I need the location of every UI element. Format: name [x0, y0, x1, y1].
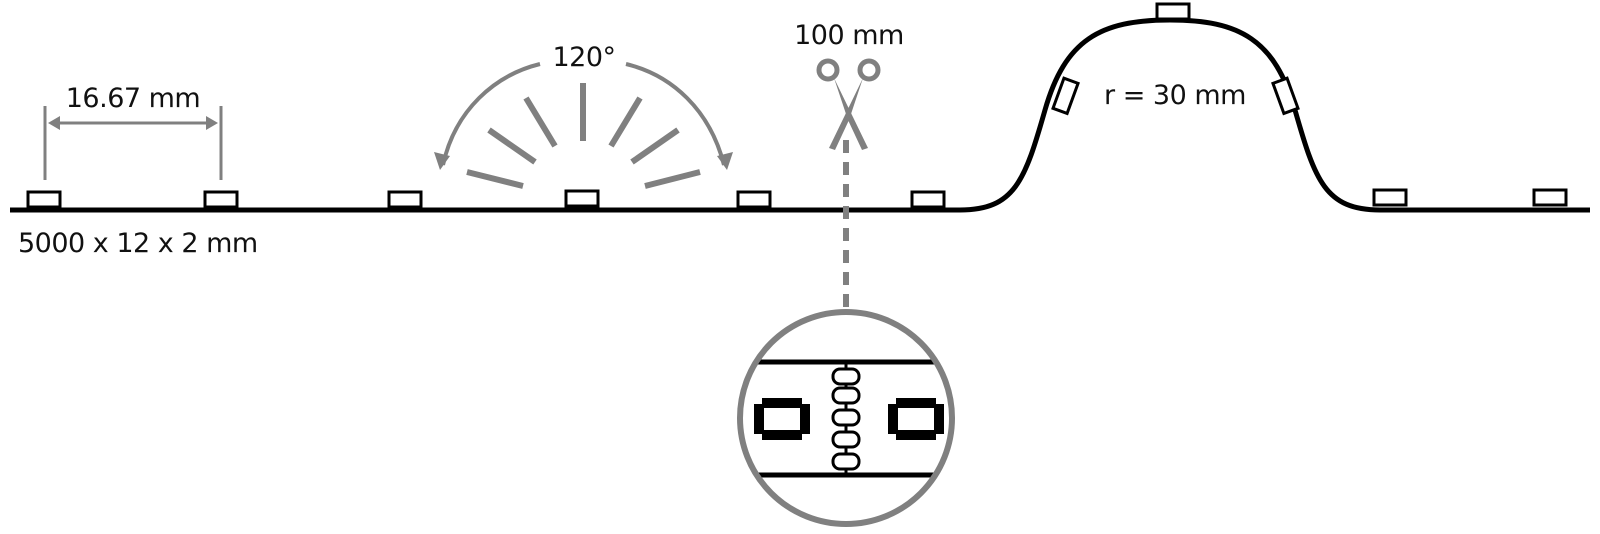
scissors-icon	[816, 58, 881, 150]
led-pitch-label: 16.67 mm	[66, 83, 200, 114]
solder-pads	[831, 367, 861, 471]
led-chip	[1372, 188, 1408, 207]
beam-angle-indicator: 120°	[434, 42, 733, 189]
led-pitch-dimension: 16.67 mm	[43, 83, 223, 180]
dimensions-label: 5000 x 12 x 2 mm	[18, 228, 258, 259]
light-rays	[466, 83, 701, 189]
cut-indicator: 100 mm	[794, 20, 904, 310]
magnified-detail	[737, 309, 955, 527]
led-chip	[1532, 188, 1568, 207]
led-chip	[1051, 76, 1080, 116]
beam-angle-label: 120°	[552, 42, 615, 73]
detail-led-chip	[888, 398, 944, 440]
led-chip	[736, 190, 772, 209]
led-chip	[26, 190, 62, 209]
led-chip	[387, 190, 423, 209]
led-chips	[26, 2, 1568, 209]
led-chip	[910, 190, 946, 209]
cut-interval-label: 100 mm	[794, 20, 904, 51]
led-chip	[203, 190, 239, 209]
led-chip	[564, 189, 600, 208]
detail-led-chip	[754, 398, 810, 440]
led-chip	[1271, 76, 1300, 116]
led-chip	[1155, 2, 1191, 21]
bend-radius-label: r = 30 mm	[1104, 80, 1246, 111]
